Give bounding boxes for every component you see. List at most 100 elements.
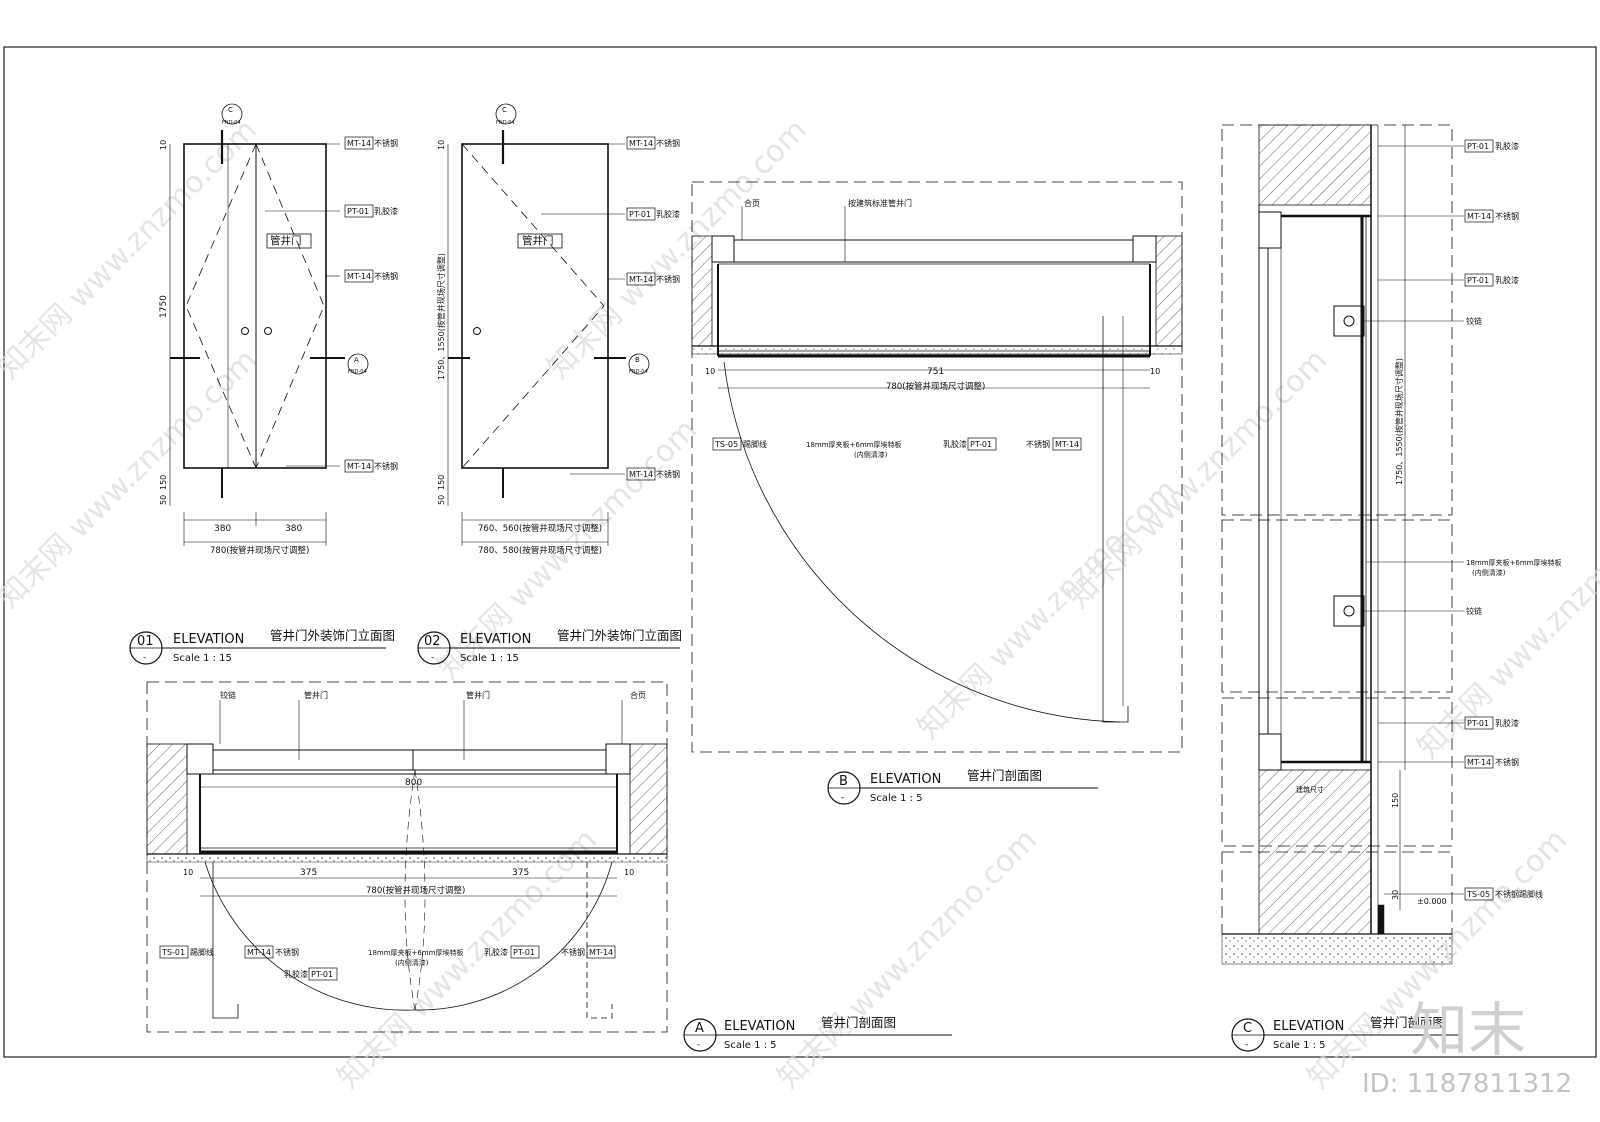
- svg-text:乳胶漆: 乳胶漆: [943, 439, 967, 449]
- svg-text:FND-04: FND-04: [222, 120, 241, 126]
- svg-text:管井门: 管井门: [304, 690, 328, 700]
- svg-text:(内侧清漆): (内侧清漆): [1472, 568, 1506, 577]
- svg-text:合页: 合页: [630, 690, 646, 700]
- svg-text:乳胶漆: 乳胶漆: [1495, 275, 1519, 285]
- svg-text:30: 30: [1391, 890, 1400, 900]
- svg-text:管井门外装饰门立面图: 管井门外装饰门立面图: [270, 628, 395, 643]
- svg-text:乳胶漆: 乳胶漆: [484, 947, 508, 957]
- svg-text:乳胶漆: 乳胶漆: [284, 969, 308, 979]
- svg-text:-: -: [697, 1040, 700, 1050]
- svg-text:管井门: 管井门: [466, 690, 490, 700]
- svg-text:FND-04: FND-04: [496, 120, 515, 126]
- svg-text:不锈钢: 不锈钢: [374, 461, 398, 471]
- svg-text:C: C: [1243, 1021, 1252, 1036]
- svg-text:PT-01: PT-01: [1467, 142, 1489, 151]
- svg-text:780(按管井现场尺寸调整): 780(按管井现场尺寸调整): [210, 545, 309, 556]
- svg-text:10: 10: [159, 140, 168, 150]
- svg-text:50: 50: [437, 495, 446, 505]
- svg-text:MT-14: MT-14: [629, 139, 653, 148]
- svg-text:MT-14: MT-14: [347, 462, 371, 471]
- svg-text:管井门外装饰门立面图: 管井门外装饰门立面图: [557, 628, 682, 643]
- sheet-frame: [3, 46, 1597, 1058]
- svg-text:C: C: [502, 106, 507, 114]
- svg-text:-: -: [841, 793, 844, 803]
- watermark-text: 知末网 www.znzmo.com: [0, 343, 264, 616]
- svg-text:踢脚线: 踢脚线: [743, 439, 767, 449]
- svg-text:18mm厚夹板+6mm厚埃特板: 18mm厚夹板+6mm厚埃特板: [806, 440, 902, 449]
- svg-text:铰链: 铰链: [1466, 316, 1482, 326]
- svg-text:TS-05: TS-05: [714, 440, 738, 449]
- view-02-single-door-elevation: [447, 130, 626, 546]
- svg-text:PT-01: PT-01: [513, 948, 535, 957]
- svg-text:踢脚线: 踢脚线: [190, 947, 214, 957]
- svg-text:751: 751: [927, 367, 944, 377]
- svg-text:PT-01: PT-01: [629, 210, 651, 219]
- svg-text:800: 800: [405, 778, 422, 788]
- watermark-text: 知末网 www.znzmo.com: [0, 113, 264, 386]
- svg-text:MT-14: MT-14: [1467, 758, 1491, 767]
- svg-text:管井门剖面图: 管井门剖面图: [1370, 1015, 1445, 1030]
- svg-text:150: 150: [437, 475, 446, 490]
- title-block-c: C - ELEVATION 管井门剖面图 Scale 1 : 5: [1231, 1015, 1460, 1052]
- svg-text:02: 02: [424, 634, 441, 649]
- svg-text:-: -: [1245, 1040, 1248, 1050]
- svg-text:A: A: [354, 356, 359, 364]
- svg-text:合页: 合页: [744, 198, 760, 208]
- svg-text:-: -: [143, 653, 146, 663]
- svg-text:FND-04: FND-04: [348, 369, 367, 375]
- svg-text:10: 10: [437, 140, 446, 150]
- svg-text:PT-01: PT-01: [1467, 276, 1489, 285]
- svg-text:不锈钢: 不锈钢: [1495, 757, 1519, 767]
- svg-text:PT-01: PT-01: [1467, 719, 1489, 728]
- svg-text:管井门: 管井门: [522, 234, 554, 247]
- svg-text:MT-14: MT-14: [629, 275, 653, 284]
- svg-text:ELEVATION: ELEVATION: [1273, 1019, 1344, 1034]
- svg-text:PT-01: PT-01: [347, 207, 369, 216]
- svg-text:乳胶漆: 乳胶漆: [1495, 718, 1519, 728]
- svg-text:MT-14: MT-14: [347, 139, 371, 148]
- svg-text:乳胶漆: 乳胶漆: [656, 209, 680, 219]
- svg-text:不锈钢: 不锈钢: [1026, 439, 1050, 449]
- svg-text:建筑尺寸: 建筑尺寸: [1296, 785, 1324, 794]
- svg-text:不锈钢: 不锈钢: [656, 274, 680, 284]
- svg-text:10: 10: [1150, 367, 1160, 376]
- svg-text:±0.000: ±0.000: [1417, 897, 1447, 906]
- view-01-double-door-elevation: [169, 130, 345, 546]
- svg-text:380: 380: [285, 524, 302, 534]
- svg-text:1750、1550(按管井现场尺寸调整): 1750、1550(按管井现场尺寸调整): [436, 253, 446, 380]
- svg-text:10: 10: [624, 868, 634, 877]
- svg-text:375: 375: [300, 868, 317, 878]
- svg-text:不锈钢: 不锈钢: [656, 138, 680, 148]
- svg-text:ELEVATION: ELEVATION: [870, 772, 941, 787]
- svg-text:Scale 1 : 5: Scale 1 : 5: [1273, 1040, 1326, 1051]
- title-block-a: A - ELEVATION 管井门剖面图 Scale 1 : 5: [683, 1015, 952, 1052]
- svg-text:PT-01: PT-01: [970, 440, 992, 449]
- svg-text:不锈钢: 不锈钢: [374, 138, 398, 148]
- svg-text:不锈钢: 不锈钢: [1495, 211, 1519, 221]
- svg-text:ELEVATION: ELEVATION: [460, 632, 531, 647]
- svg-text:铰链: 铰链: [220, 690, 236, 700]
- svg-text:PT-01: PT-01: [311, 970, 333, 979]
- svg-text:Scale 1 : 15: Scale 1 : 15: [173, 653, 232, 664]
- brand-id: ID: 1187811312: [1362, 1069, 1572, 1099]
- svg-text:管井门剖面图: 管井门剖面图: [821, 1015, 896, 1030]
- svg-text:MT-14: MT-14: [347, 272, 371, 281]
- svg-text:10: 10: [705, 367, 715, 376]
- title-block-b: B - ELEVATION 管井门剖面图 Scale 1 : 5: [827, 768, 1098, 805]
- svg-text:FND-04: FND-04: [629, 369, 648, 375]
- svg-text:乳胶漆: 乳胶漆: [1495, 141, 1519, 151]
- watermark-text: 知末网 www.znzmo.com: [331, 823, 604, 1096]
- svg-text:MT-14: MT-14: [1467, 212, 1491, 221]
- svg-text:MT-14: MT-14: [247, 948, 271, 957]
- svg-text:管井门: 管井门: [270, 234, 302, 247]
- svg-text:按建筑标准管井门: 按建筑标准管井门: [848, 198, 912, 208]
- svg-text:780(按管井现场尺寸调整): 780(按管井现场尺寸调整): [886, 381, 985, 392]
- view-b-section: [691, 181, 1183, 753]
- svg-text:TS-05: TS-05: [1466, 890, 1490, 899]
- svg-text:(内侧清漆): (内侧清漆): [395, 958, 429, 967]
- svg-text:1750、1550(按管井现场尺寸调整): 1750、1550(按管井现场尺寸调整): [1394, 358, 1404, 485]
- svg-text:乳胶漆: 乳胶漆: [374, 206, 398, 216]
- brand-watermark: 知末 ID: 1187811312: [1362, 996, 1572, 1099]
